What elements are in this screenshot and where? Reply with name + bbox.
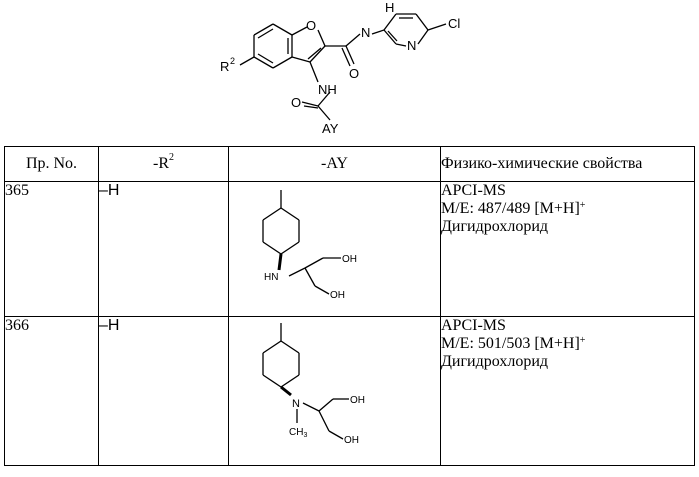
scaffold-label-nh: N [361, 25, 370, 40]
ay-structure-366: N CH3 OH OH [229, 317, 441, 465]
prop-mass-sup: + [580, 335, 586, 346]
ay-label-oh-2: OH [344, 435, 359, 446]
prop-mass-value: M/E: 487/489 [M+H] [441, 200, 580, 217]
ay-label-ch: CH [289, 427, 303, 438]
table-row: 365 –H [5, 182, 695, 317]
ay-label-hn: HN [264, 272, 278, 283]
scaffold-label-cl: Cl [448, 16, 460, 31]
scaffold-structure: H O N N Cl O NH O AY R 2 [0, 0, 699, 145]
prop-mass: M/E: 487/489 [M+H]+ [441, 200, 694, 218]
ay-label-oh-1: OH [350, 395, 365, 406]
scaffold-label-h: H [385, 0, 394, 15]
table-row: 366 –H [5, 317, 695, 466]
prop-salt: Дигидрохлорид [441, 353, 694, 371]
ay-label-oh-2: OH [330, 290, 345, 301]
ay-label-n: N [292, 398, 300, 410]
scaffold-label-ay: AY [322, 121, 339, 136]
ay-label-ch3-sub: 3 [303, 432, 307, 439]
cell-example-no: 366 [5, 317, 99, 466]
scaffold-label-o-carbonyl: O [349, 66, 359, 81]
cell-r2: –H [99, 182, 229, 317]
header-properties: Физико-химические свойства [441, 147, 695, 182]
prop-mass: M/E: 501/503 [M+H]+ [441, 335, 694, 353]
cell-example-no: 365 [5, 182, 99, 317]
header-r2: -R2 [99, 147, 229, 182]
cell-ay-structure: N CH3 OH OH [229, 317, 441, 466]
header-ay: -AY [229, 147, 441, 182]
table-header-row: Пр. No. -R2 -AY Физико-химические свойст… [5, 147, 695, 182]
scaffold-label-r: R [220, 59, 229, 74]
scaffold-label-o-ring: O [306, 18, 316, 33]
header-r2-label: -R [153, 155, 169, 172]
scaffold-label-o-acyl: O [291, 95, 301, 110]
header-example-no: Пр. No. [5, 147, 99, 182]
prop-salt: Дигидрохлорид [441, 218, 694, 236]
scaffold-label-nh-3: NH [318, 82, 337, 97]
compound-table: Пр. No. -R2 -AY Физико-химические свойст… [4, 146, 695, 466]
prop-method: APCI-MS [441, 317, 694, 335]
cell-properties: APCI-MS M/E: 501/503 [M+H]+ Дигидрохлори… [441, 317, 695, 466]
ay-structure-365: HN OH OH [229, 182, 441, 316]
scaffold-label-n-pyridine: N [407, 38, 416, 53]
ay-label-oh-1: OH [342, 254, 357, 265]
ay-label-ch3: CH3 [289, 427, 307, 439]
prop-mass-value: M/E: 501/503 [M+H] [441, 335, 580, 352]
scaffold-diagram: H O N N Cl O NH O AY R 2 [0, 0, 699, 145]
scaffold-label-r-sup: 2 [230, 56, 235, 66]
header-r2-sup: 2 [169, 152, 174, 163]
cell-properties: APCI-MS M/E: 487/489 [M+H]+ Дигидрохлори… [441, 182, 695, 317]
cell-r2: –H [99, 317, 229, 466]
prop-mass-sup: + [580, 200, 586, 211]
cell-ay-structure: HN OH OH [229, 182, 441, 317]
prop-method: APCI-MS [441, 182, 694, 200]
